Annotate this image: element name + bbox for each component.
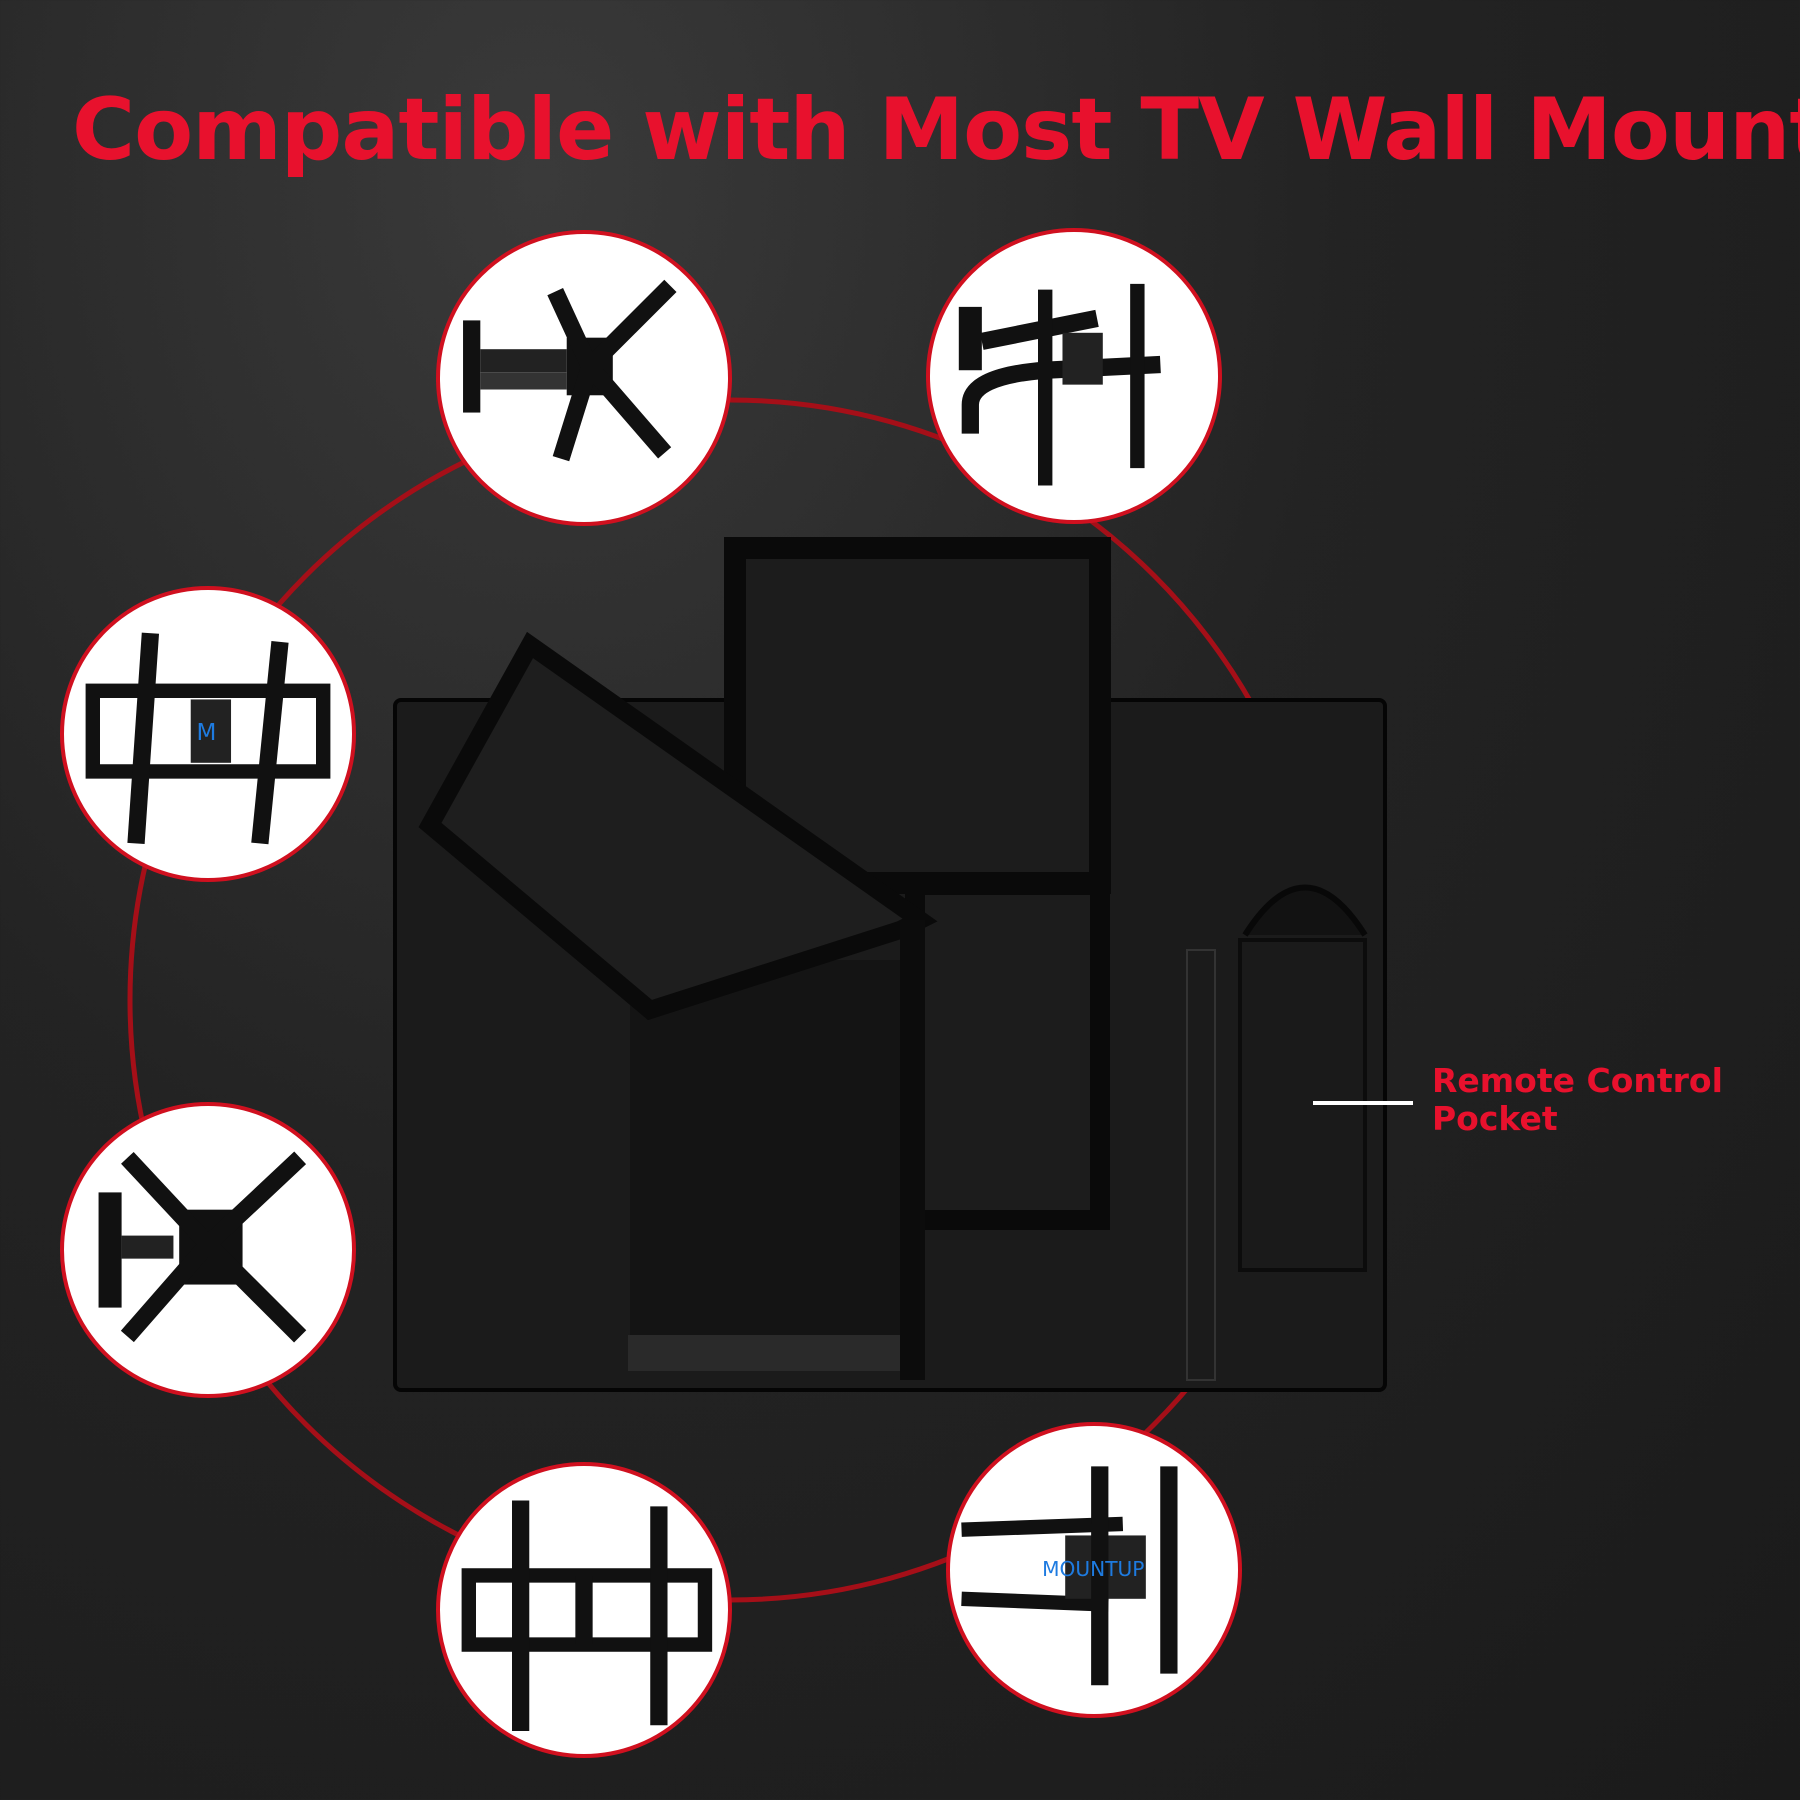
callout-line-2: Pocket — [1432, 1099, 1558, 1138]
callout-leader-line — [1313, 1101, 1413, 1105]
mount-image-full-motion-small — [436, 230, 732, 526]
svg-text:M: M — [196, 720, 216, 746]
remote-pocket-callout: Remote Control Pocket — [1432, 1062, 1723, 1138]
svg-text:MOUNTUP: MOUNTUP — [1042, 1557, 1144, 1581]
mount-image-dual-arm-articulating: MOUNTUP — [946, 1422, 1242, 1718]
mount-image-tilting: M — [60, 586, 356, 882]
tv-cover — [393, 537, 1387, 1392]
mount-image-articulating — [60, 1102, 356, 1398]
page-title: Compatible with Most TV Wall Mounts — [72, 80, 1800, 180]
callout-line-1: Remote Control — [1432, 1061, 1723, 1100]
mount-image-dual-arm — [926, 228, 1222, 524]
mount-image-fixed — [436, 1462, 732, 1758]
